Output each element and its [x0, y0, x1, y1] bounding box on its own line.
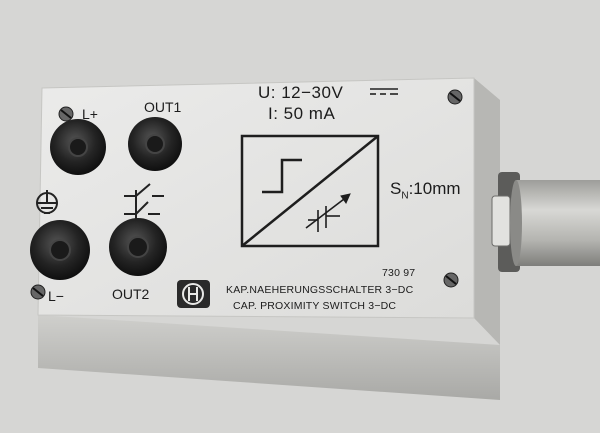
sensing-range: SN:10mm — [390, 180, 461, 201]
housing-front-face — [38, 315, 500, 400]
label-out2: OUT2 — [112, 286, 150, 302]
sensing-range-subscript: N — [401, 190, 409, 202]
sensing-range-value: :10mm — [408, 179, 461, 198]
housing-right-face — [474, 78, 500, 345]
manufacturer-logo — [177, 280, 210, 308]
cable-gland — [491, 172, 600, 272]
label-out1: OUT1 — [144, 99, 182, 115]
current-spec: I: 50 mA — [268, 104, 336, 123]
socket-out1 — [128, 117, 182, 171]
ground-icon — [36, 190, 58, 214]
socket-l-minus — [30, 220, 90, 280]
screw-icon — [58, 106, 74, 122]
screw-icon — [30, 284, 46, 300]
sensing-range-symbol: S — [390, 179, 402, 198]
socket-out2 — [109, 218, 167, 276]
voltage-spec: U: 12−30V — [258, 83, 344, 102]
socket-l-plus — [50, 119, 106, 175]
label-l-plus: L+ — [82, 106, 98, 122]
label-l-minus: L− — [48, 288, 64, 304]
sensor-function-icon — [240, 134, 380, 248]
contact-symbol-icon — [124, 183, 164, 220]
product-name-en: CAP. PROXIMITY SWITCH 3−DC — [233, 300, 397, 312]
screw-icon — [443, 272, 459, 288]
product-name-de: KAP.NAEHERUNGSSCHALTER 3−DC — [226, 284, 414, 296]
dc-voltage-icon — [370, 88, 398, 95]
product-number: 730 97 — [382, 267, 416, 279]
screw-icon — [447, 89, 463, 105]
